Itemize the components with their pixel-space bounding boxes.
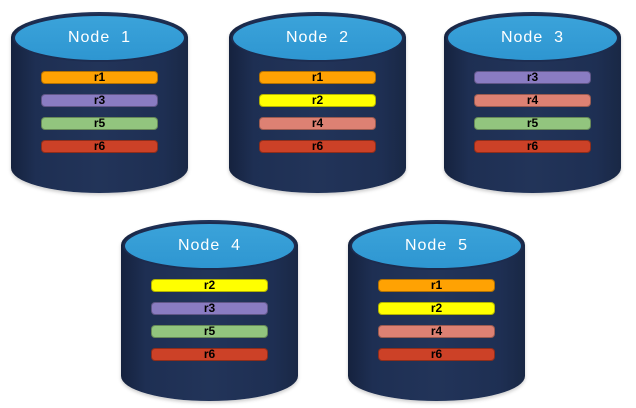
replica-label: r2 bbox=[430, 301, 443, 315]
node-label: Node 3 bbox=[500, 29, 565, 46]
replica-label: r3 bbox=[93, 93, 106, 107]
replica-bar-r3: r3 bbox=[474, 71, 591, 84]
replica-bar-r6: r6 bbox=[378, 348, 495, 361]
replica-list: r1 r3 r5 r6 bbox=[41, 71, 158, 153]
replica-label: r5 bbox=[526, 116, 539, 130]
replica-label: r2 bbox=[203, 278, 216, 292]
replica-label: r6 bbox=[311, 139, 324, 153]
replica-label: r4 bbox=[311, 116, 324, 130]
replica-bar-r5: r5 bbox=[474, 117, 591, 130]
replica-bar-r4: r4 bbox=[259, 117, 376, 130]
replica-label: r4 bbox=[526, 93, 539, 107]
replica-bar-r1: r1 bbox=[41, 71, 158, 84]
replica-label: r1 bbox=[93, 70, 106, 84]
replica-list: r1 r2 r4 r6 bbox=[378, 279, 495, 361]
replica-label: r1 bbox=[311, 70, 324, 84]
replica-label: r6 bbox=[203, 347, 216, 361]
replica-list: r3 r4 r5 r6 bbox=[474, 71, 591, 153]
replica-bar-r2: r2 bbox=[259, 94, 376, 107]
node-cylinder-2: Node 2 r1 r2 r4 r6 bbox=[229, 12, 406, 193]
replica-label: r5 bbox=[93, 116, 106, 130]
replica-list: r2 r3 r5 r6 bbox=[151, 279, 268, 361]
replica-bar-r2: r2 bbox=[151, 279, 268, 292]
cylinder-top: Node 1 bbox=[13, 14, 186, 62]
replica-label: r2 bbox=[311, 93, 324, 107]
node-label: Node 4 bbox=[177, 237, 242, 254]
node-label: Node 1 bbox=[67, 29, 132, 46]
node-label: Node 2 bbox=[285, 29, 350, 46]
node-cylinder-3: Node 3 r3 r4 r5 r6 bbox=[444, 12, 621, 193]
replica-bar-r5: r5 bbox=[41, 117, 158, 130]
replica-bar-r5: r5 bbox=[151, 325, 268, 338]
replica-bar-r4: r4 bbox=[474, 94, 591, 107]
replica-label: r3 bbox=[203, 301, 216, 315]
replica-label: r6 bbox=[430, 347, 443, 361]
cylinder-top: Node 4 bbox=[123, 222, 296, 270]
replica-bar-r2: r2 bbox=[378, 302, 495, 315]
replica-label: r6 bbox=[93, 139, 106, 153]
node-cylinder-1: Node 1 r1 r3 r5 r6 bbox=[11, 12, 188, 193]
replica-bar-r3: r3 bbox=[41, 94, 158, 107]
replica-bar-r3: r3 bbox=[151, 302, 268, 315]
replica-bar-r6: r6 bbox=[259, 140, 376, 153]
cylinder-top: Node 2 bbox=[231, 14, 404, 62]
node-cylinder-4: Node 4 r2 r3 r5 r6 bbox=[121, 220, 298, 401]
replica-bar-r1: r1 bbox=[378, 279, 495, 292]
replica-label: r1 bbox=[430, 278, 443, 292]
replica-bar-r6: r6 bbox=[474, 140, 591, 153]
replica-label: r6 bbox=[526, 139, 539, 153]
replica-bar-r1: r1 bbox=[259, 71, 376, 84]
cylinder-top: Node 5 bbox=[350, 222, 523, 270]
replica-list: r1 r2 r4 r6 bbox=[259, 71, 376, 153]
node-cylinder-5: Node 5 r1 r2 r4 r6 bbox=[348, 220, 525, 401]
replica-label: r3 bbox=[526, 70, 539, 84]
replica-bar-r4: r4 bbox=[378, 325, 495, 338]
cylinder-top: Node 3 bbox=[446, 14, 619, 62]
replica-label: r4 bbox=[430, 324, 443, 338]
node-label: Node 5 bbox=[404, 237, 469, 254]
replica-label: r5 bbox=[203, 324, 216, 338]
replica-bar-r6: r6 bbox=[41, 140, 158, 153]
replica-bar-r6: r6 bbox=[151, 348, 268, 361]
